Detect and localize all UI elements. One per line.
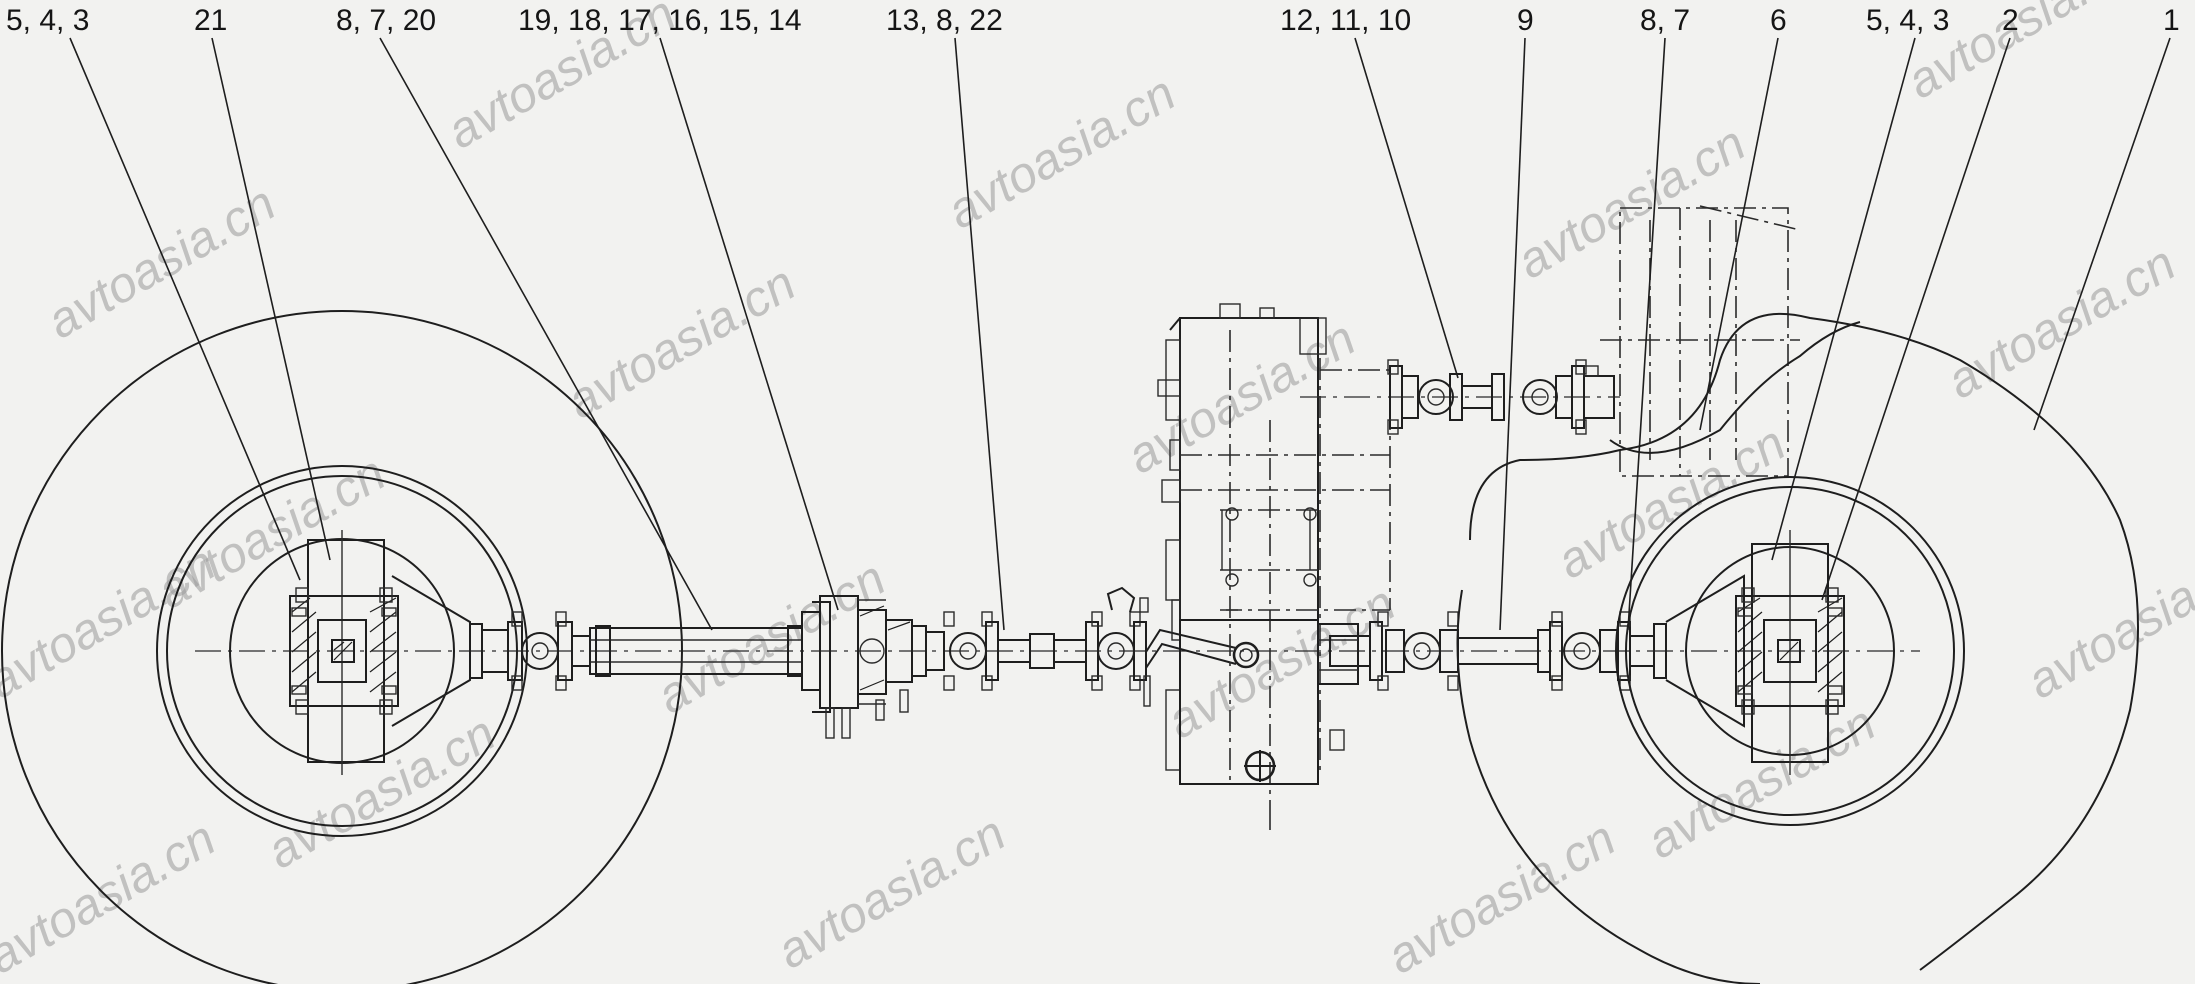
callout-label: 8, 7, 20: [336, 4, 437, 37]
intermediate-support: [801, 595, 913, 739]
watermark: avtoasia.cn: [938, 65, 1185, 240]
watermark: avtoasia.cn: [558, 255, 805, 430]
left-tire-outline: [1, 310, 683, 984]
left-final-drive: [289, 530, 483, 775]
watermark: avtoasia.cn: [1158, 575, 1405, 750]
callout-label: 2: [2002, 4, 2019, 37]
callout-label: 6: [1770, 4, 1787, 37]
right-drive-shaft: [1329, 611, 1655, 691]
right-gear-block: [1735, 595, 1845, 707]
left-wheel: [1, 310, 683, 984]
callout-label: 1: [2163, 4, 2180, 37]
watermark: avtoasia.cn: [1548, 415, 1795, 590]
watermark: avtoasia.cn: [0, 810, 225, 984]
callout-label: 13, 8, 22: [886, 4, 1003, 37]
callout-label: 19, 18, 17, 16, 15, 14: [518, 4, 802, 37]
watermark: avtoasia.cn: [38, 175, 285, 350]
left-rim-outer: [156, 465, 528, 837]
right-hub-square: [1777, 639, 1801, 663]
watermark: avtoasia.cn: [1508, 115, 1755, 290]
upper-pto-shaft: [1300, 359, 1620, 435]
rear-fender-curve: [1469, 312, 2139, 971]
watermark: avtoasia.cn: [2018, 535, 2195, 710]
left-rim-inner: [166, 475, 518, 827]
engine-outline: [1600, 205, 1861, 477]
right-rim-outer: [1615, 476, 1965, 826]
callout-label: 5, 4, 3: [6, 4, 90, 37]
gearbox: [1157, 303, 1391, 830]
left-reducer-body: [307, 539, 385, 763]
watermark: avtoasia.cn: [1378, 810, 1625, 984]
right-final-drive: [1653, 530, 1845, 775]
watermark: avtoasia.cn: [768, 805, 1015, 980]
watermark: avtoasia.cn: [258, 705, 505, 880]
callout-label: 9: [1517, 4, 1534, 37]
watermark: avtoasia.cn: [1118, 310, 1365, 485]
watermark: avtoasia.cn: [1938, 235, 2185, 410]
left-gear-block: [289, 595, 399, 707]
callout-label: 21: [194, 4, 228, 37]
callout-label: 12, 11, 10: [1280, 4, 1412, 37]
right-rim-inner: [1625, 486, 1955, 816]
leader-lines: [69, 37, 2171, 631]
callout-label: 5, 4, 3: [1866, 4, 1950, 37]
center-drive-shaft: [911, 586, 1260, 707]
callout-label: 8, 7: [1640, 4, 1691, 37]
watermark: avtoasia.cn: [0, 535, 225, 710]
left-hub-square: [331, 639, 355, 663]
